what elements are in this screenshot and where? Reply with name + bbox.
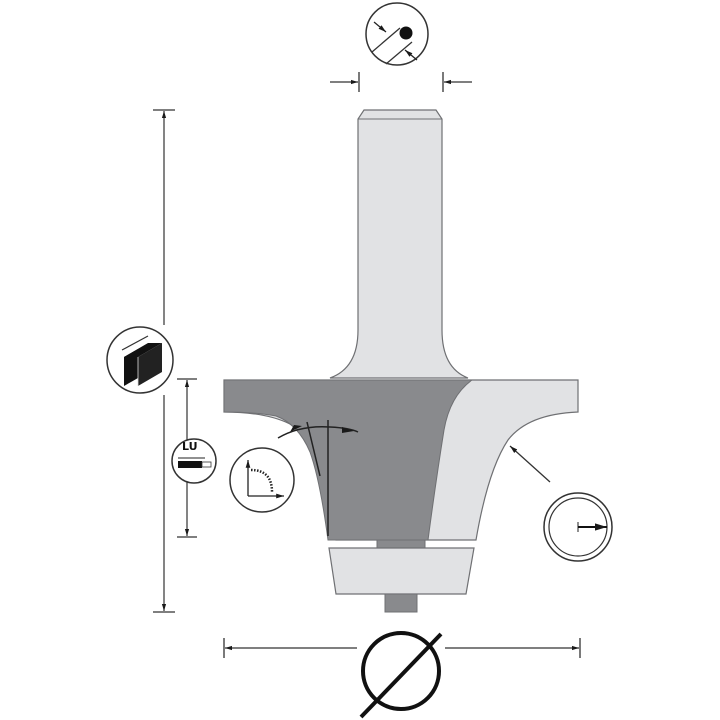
cutting-length-icon xyxy=(171,438,217,484)
total-length-icon xyxy=(106,326,174,394)
total-length-dimension xyxy=(153,109,175,613)
cutting-length-dimension xyxy=(177,378,197,538)
radius-leader xyxy=(509,445,551,483)
shank-diameter-icon xyxy=(365,2,429,66)
cutting-diameter-dimension xyxy=(223,638,581,658)
cutting-diameter-symbol xyxy=(359,631,443,719)
lu-label: LU xyxy=(182,440,198,453)
radius-icon xyxy=(543,492,613,562)
cutting-angle-icon xyxy=(229,447,295,513)
bearing-assembly xyxy=(328,539,475,613)
shank-diameter-dimension xyxy=(330,72,472,92)
shank xyxy=(329,109,469,379)
cutter-body xyxy=(223,379,579,541)
